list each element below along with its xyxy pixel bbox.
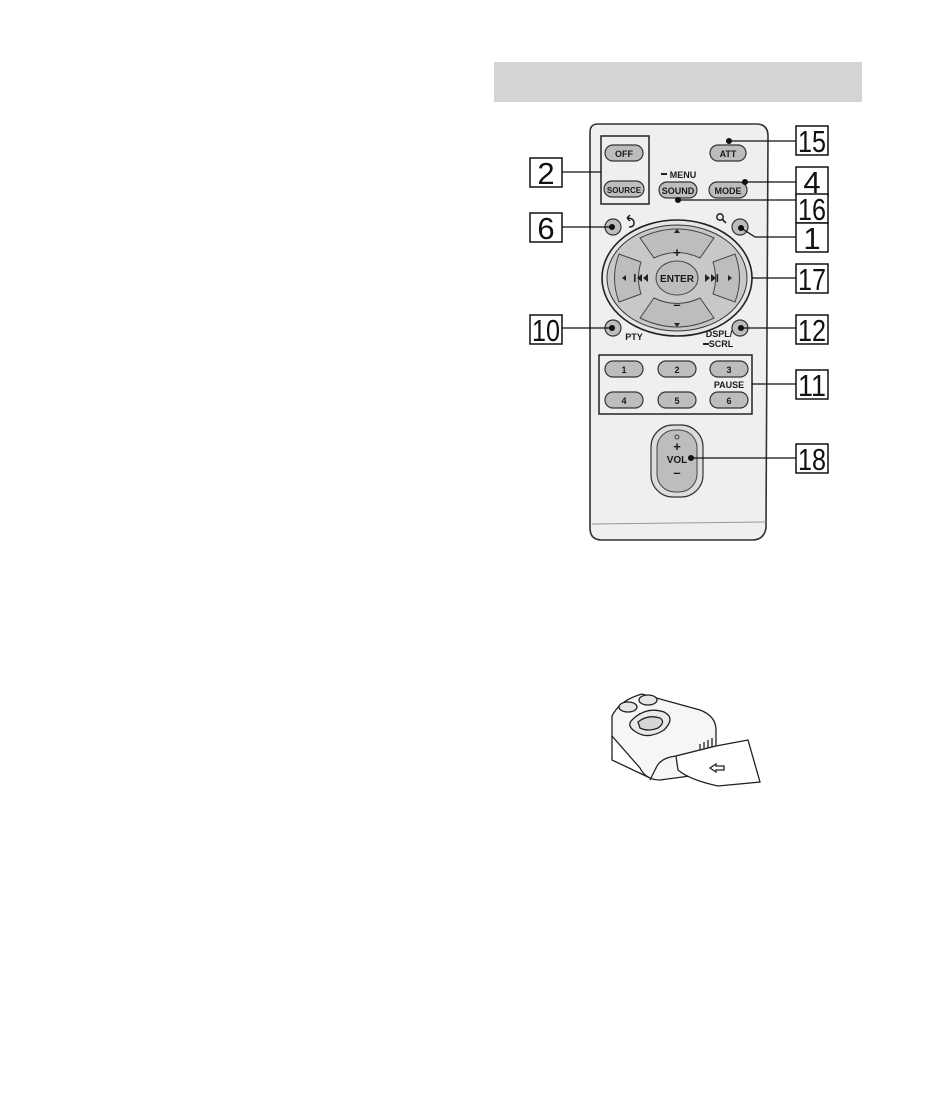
dspl-label: DSPL/	[706, 329, 733, 339]
callout-11: 11	[798, 368, 826, 403]
callout-2: 2	[537, 156, 554, 191]
callout-12: 12	[798, 313, 826, 348]
preset-1-label: 1	[621, 365, 626, 375]
enter-label: ENTER	[660, 274, 695, 285]
scrl-label: SCRL	[709, 339, 734, 349]
callout-10: 10	[532, 313, 560, 348]
callout-1: 1	[803, 221, 820, 256]
battery-film-illustration	[612, 694, 760, 786]
vol-plus-label: +	[673, 439, 681, 454]
menu-label: MENU	[670, 170, 697, 180]
callout-17: 17	[798, 262, 826, 297]
callout-6: 6	[537, 211, 554, 246]
preset-5-label: 5	[674, 396, 679, 406]
plus-label: +	[673, 245, 681, 260]
mode-label: MODE	[715, 186, 742, 196]
off-label: OFF	[615, 149, 633, 159]
pause-label: PAUSE	[714, 380, 744, 390]
minus-label: –	[673, 297, 680, 312]
preset-4-label: 4	[621, 396, 626, 406]
preset-6-label: 6	[726, 396, 731, 406]
preset-2-label: 2	[674, 365, 679, 375]
callout-18: 18	[798, 442, 826, 477]
source-label: SOURCE	[607, 186, 642, 195]
callout-15: 15	[798, 124, 826, 159]
vol-minus-label: –	[673, 465, 680, 480]
menu-hold-indicator	[661, 173, 667, 175]
sound-label: SOUND	[662, 186, 695, 196]
preset-3-label: 3	[726, 365, 731, 375]
att-label: ATT	[720, 149, 737, 159]
pty-label: PTY	[625, 332, 643, 342]
